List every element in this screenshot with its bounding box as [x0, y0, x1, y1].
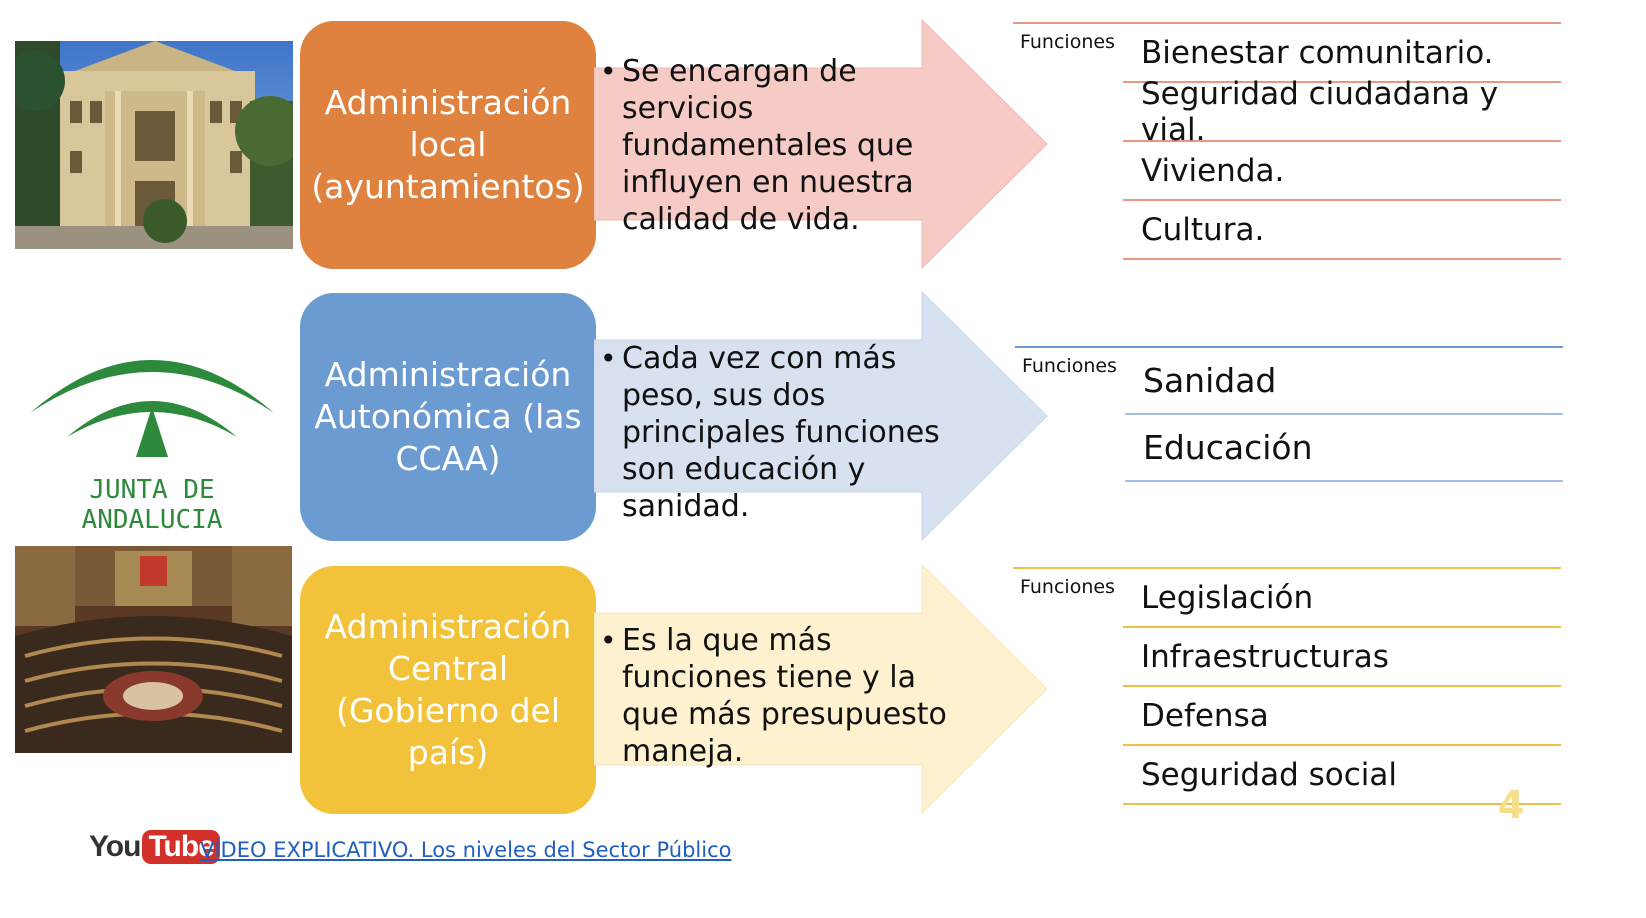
- box-label: Administración local (ayuntamientos): [311, 83, 585, 206]
- box-label: Administración Autonómica (las CCAA): [314, 355, 582, 478]
- bullet-icon: •: [600, 55, 617, 88]
- junta-andalucia-logo: JUNTA DE ANDALUCIA: [22, 325, 282, 535]
- youtube-logo[interactable]: You Tube: [89, 830, 220, 864]
- functions-list-local: Bienestar comunitario. Seguridad ciudada…: [1123, 24, 1561, 260]
- functions-label: Funciones: [1020, 576, 1115, 598]
- arrow-text-autonomica: • Cada vez con más peso, sus dos princip…: [600, 340, 962, 525]
- functions-top-line: [1013, 22, 1561, 24]
- logo-text: JUNTA DE ANDALUCIA: [81, 475, 223, 535]
- functions-top-line: [1013, 567, 1561, 569]
- bullet-icon: •: [600, 624, 617, 657]
- functions-list-central: Legislación Infraestructuras Defensa Seg…: [1123, 569, 1561, 805]
- video-link[interactable]: VÍDEO EXPLICATIVO. Los niveles del Secto…: [200, 838, 732, 862]
- functions-label: Funciones: [1022, 355, 1117, 377]
- function-item: Educación: [1125, 415, 1563, 482]
- functions-list-autonomica: Sanidad Educación: [1125, 348, 1563, 482]
- page-number: 4: [1498, 783, 1525, 827]
- function-item: Seguridad ciudadana y vial.: [1123, 76, 1561, 148]
- function-item: Sanidad: [1125, 348, 1563, 415]
- arrow-shape-autonomica: [594, 290, 1050, 542]
- function-item: Defensa: [1123, 687, 1561, 746]
- function-item: Cultura.: [1123, 201, 1561, 260]
- function-item: Seguridad social: [1123, 746, 1561, 805]
- arrow-description: Es la que más funciones tiene y la que m…: [622, 623, 947, 769]
- box-label: Administración Central (Gobierno del paí…: [324, 607, 572, 772]
- box-administracion-local: Administración local (ayuntamientos): [300, 21, 596, 269]
- youtube-logo-tube: Tube: [142, 830, 220, 864]
- functions-top-line: [1015, 346, 1563, 348]
- bullet-icon: •: [600, 342, 617, 375]
- city-hall-photo: [15, 41, 293, 249]
- arrow-description: Cada vez con más peso, sus dos principal…: [622, 341, 940, 524]
- parliament-photo: [15, 546, 292, 753]
- arrow-shape-central: [594, 563, 1050, 815]
- function-item: Bienestar comunitario.: [1123, 24, 1561, 83]
- arrow-text-local: • Se encargan de servicios fundamentales…: [600, 53, 922, 238]
- functions-label: Funciones: [1020, 31, 1115, 53]
- arrow-description: Se encargan de servicios fundamentales q…: [622, 54, 914, 237]
- function-item: Infraestructuras: [1123, 628, 1561, 687]
- arrow-text-central: • Es la que más funciones tiene y la que…: [600, 622, 967, 770]
- arrow-shape-local: [594, 18, 1050, 270]
- youtube-logo-you: You: [89, 830, 141, 863]
- function-item: Vivienda.: [1123, 142, 1561, 201]
- function-item: Legislación: [1123, 569, 1561, 628]
- box-administracion-central: Administración Central (Gobierno del paí…: [300, 566, 596, 814]
- box-administracion-autonomica: Administración Autonómica (las CCAA): [300, 293, 596, 541]
